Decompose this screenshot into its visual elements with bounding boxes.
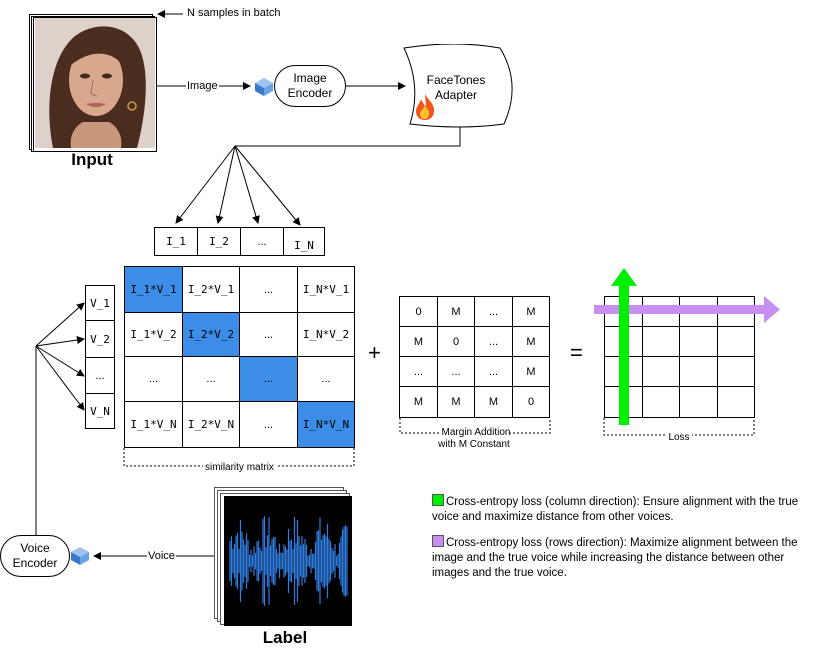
margin-matrix: 0 M ... M M 0 ... M ... ... ... M M M M …	[399, 296, 550, 418]
row-direction-arrow	[594, 296, 780, 323]
input-caption: Input	[71, 150, 113, 169]
waveform-image	[224, 496, 352, 626]
fire-icon	[416, 94, 435, 120]
image-edge-label: Image	[186, 80, 219, 92]
sim-cell-2-2: I_2*V_2	[182, 312, 240, 357]
label-caption: Label	[262, 628, 308, 647]
margin-cell-4-1: M	[399, 386, 438, 418]
sim-cell-1-1: I_1*V_1	[124, 266, 183, 313]
margin-caption-text: Margin Addition with M Constant	[438, 427, 512, 450]
margin-cell-1-1: 0	[399, 296, 438, 327]
sim-cell-4-2: I_2*V_N	[182, 401, 240, 448]
plus-sign: +	[368, 340, 381, 365]
loss-grid	[594, 268, 780, 425]
similarity-caption-text: similarity matrix	[203, 462, 276, 473]
sim-cell-3-2: ...	[182, 356, 240, 402]
margin-cell-3-1: ...	[399, 356, 438, 387]
similarity-matrix: I_1*V_1 I_2*V_1 ... I_N*V_1 I_1*V_2 I_2*…	[124, 266, 355, 448]
sim-cell-3-1: ...	[124, 356, 183, 402]
similarity-caption: similarity matrix	[124, 462, 355, 474]
margin-cell-3-4: M	[512, 356, 550, 387]
margin-cell-3-3: ...	[474, 356, 513, 387]
image-embedding-ellipsis: ...	[240, 227, 284, 256]
image-encoder: Image Encoder	[274, 65, 346, 107]
loss-caption-text: Loss	[666, 432, 692, 443]
margin-cell-1-3: ...	[474, 296, 513, 327]
margin-cell-1-2: M	[437, 296, 475, 327]
margin-cell-2-2: 0	[437, 326, 475, 357]
margin-cell-2-3: ...	[474, 326, 513, 357]
voice-fan-arrow-4	[35, 345, 85, 411]
legend-column-direction: Cross-entropy loss (column direction): E…	[432, 494, 812, 525]
voice-embedding-n: V_N	[85, 393, 115, 429]
voice-fan-arrow-2	[35, 336, 85, 347]
fan-arrow-1	[175, 145, 236, 224]
legend-row-direction: Cross-entropy loss (rows direction): Max…	[432, 535, 812, 581]
voice-fan-arrow-1	[35, 302, 85, 347]
margin-cell-2-4: M	[512, 326, 550, 357]
voice-encoder: Voice Encoder	[0, 535, 70, 577]
image-embedding-1: I_1	[154, 227, 198, 256]
equals-sign: =	[570, 340, 583, 365]
margin-cell-4-4: 0	[512, 386, 550, 418]
encoder-cube-icon	[255, 78, 273, 96]
sim-cell-3-4: ...	[297, 356, 355, 402]
sim-cell-2-1: I_1*V_2	[124, 312, 183, 357]
legend-row-text: Cross-entropy loss (rows direction): Max…	[432, 537, 798, 579]
purple-swatch	[432, 535, 444, 547]
fan-arrow-4	[234, 145, 301, 226]
face-photo	[35, 18, 155, 148]
sim-cell-1-2: I_2*V_1	[182, 266, 240, 313]
voice-embedding-2: V_2	[85, 320, 115, 358]
sim-cell-1-3: ...	[239, 266, 298, 313]
sim-cell-3-3: ...	[239, 356, 298, 402]
adapter-label: FaceTones Adapter	[426, 73, 486, 102]
margin-cell-2-1: M	[399, 326, 438, 357]
sim-cell-2-3: ...	[239, 312, 298, 357]
fan-arrow-3	[234, 145, 260, 224]
sim-cell-2-4: I_N*V_2	[297, 312, 355, 357]
adapter-output-edge	[235, 124, 461, 147]
fan-arrow-2	[215, 145, 236, 224]
batch-note: N samples in batch	[187, 7, 281, 19]
legend-column-text: Cross-entropy loss (column direction): E…	[432, 496, 799, 523]
green-swatch	[432, 494, 444, 506]
column-direction-arrow	[611, 268, 637, 425]
margin-cell-4-2: M	[437, 386, 475, 418]
sim-cell-1-4: I_N*V_1	[297, 266, 355, 313]
voice-edge-label: Voice	[147, 550, 176, 562]
voice-encoder-cube-icon	[71, 547, 89, 565]
voice-fan-arrow-3	[35, 345, 85, 377]
margin-cell-1-4: M	[512, 296, 550, 327]
voice-embedding-1: V_1	[85, 285, 115, 321]
sim-cell-4-1: I_1*V_N	[124, 401, 183, 448]
image-embedding-n: I_N	[283, 227, 325, 256]
loss-caption: Loss	[604, 432, 754, 444]
margin-cell-4-3: M	[474, 386, 513, 418]
margin-caption: Margin Addition with M Constant	[400, 427, 550, 451]
sim-cell-4-4: I_N*V_N	[297, 401, 355, 448]
voice-embedding-ellipsis: ...	[85, 357, 115, 394]
margin-cell-3-2: ...	[437, 356, 475, 387]
image-embedding-2: I_2	[197, 227, 241, 256]
sim-cell-4-3: ...	[239, 401, 298, 448]
